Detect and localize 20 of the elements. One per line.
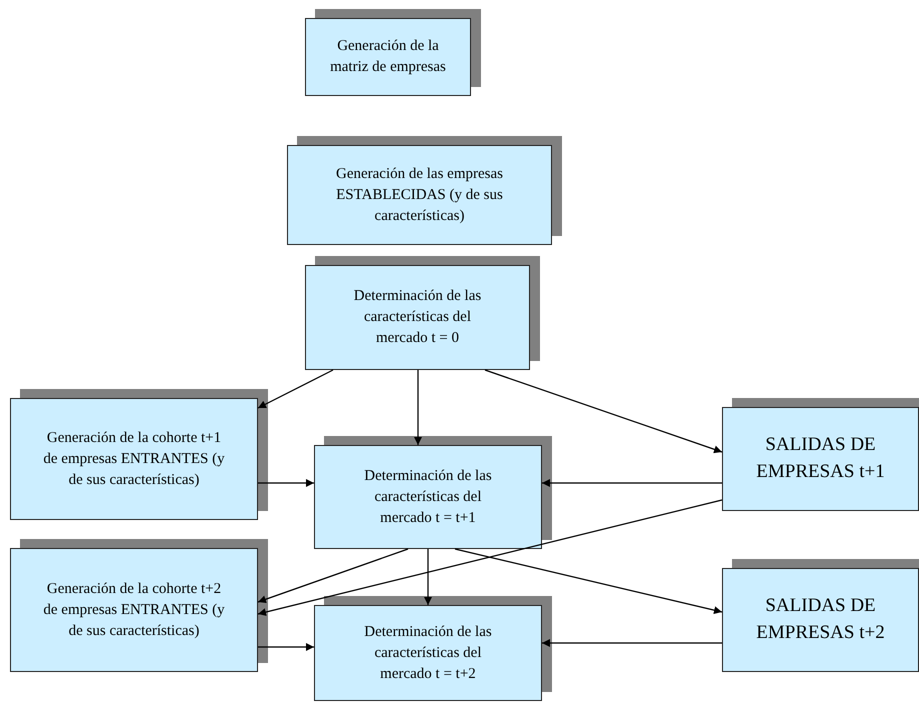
box-text: Determinación de las características del mercado t = t+2	[363, 622, 493, 684]
arrow	[424, 549, 432, 605]
box-text: Determinación de las características del mercado t = t+1	[363, 466, 493, 528]
box-text: Determinación de las características del mercado t = 0	[352, 287, 482, 348]
arrow	[542, 639, 722, 647]
arrow	[258, 479, 314, 487]
arrow	[258, 548, 408, 604]
arrow	[258, 369, 334, 409]
box-text: SALIDAS DE EMPRESAS t+2	[755, 594, 886, 645]
box-text: SALIDAS DE EMPRESAS t+1	[755, 433, 886, 484]
arrow	[542, 479, 722, 487]
arrow	[484, 369, 722, 454]
box-text: Generación de la cohorte t+1 de empresas ENTRANTES (y de sus características)	[42, 428, 226, 490]
arrow	[258, 643, 314, 651]
arrow	[258, 499, 722, 616]
box-text: Generación de la cohorte t+2 de empresas ENTRANTES (y de sus características)	[42, 580, 226, 640]
box-text: Generación de la matriz de empresas	[329, 37, 447, 77]
arrow	[454, 548, 722, 614]
arrow	[414, 370, 422, 445]
box-text: Generación de las empresas ESTABLECIDAS (y de sus características)	[334, 164, 504, 226]
